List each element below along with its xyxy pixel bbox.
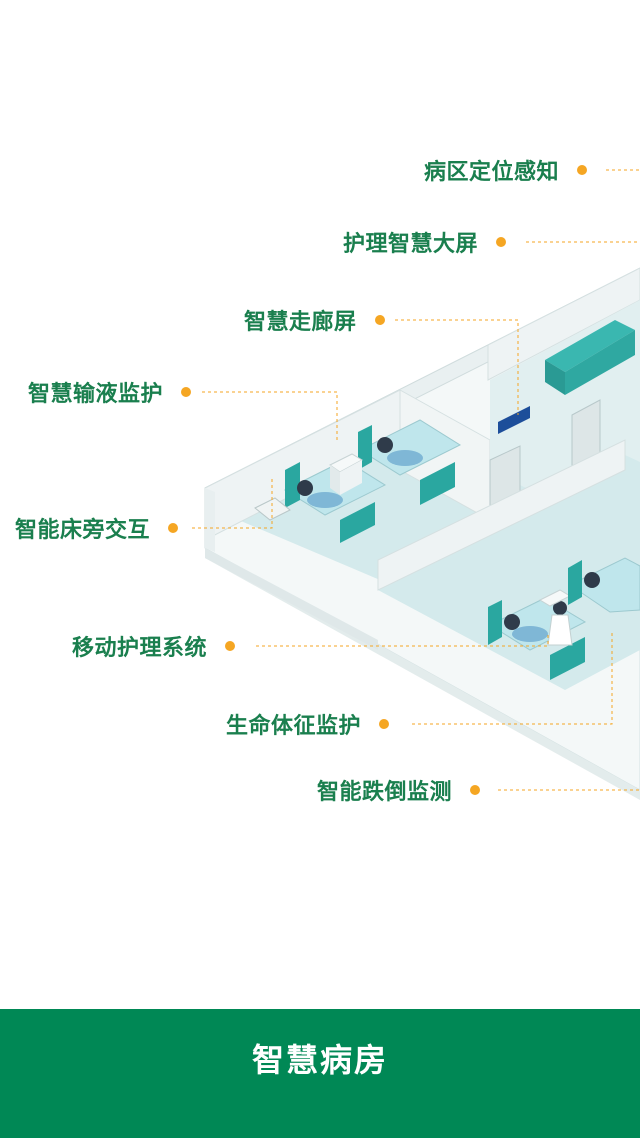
callout-label: 生命体征监护: [226, 714, 362, 739]
callout-fall-monitor: 智能跌倒监测: [317, 775, 481, 805]
callout-label: 护理智慧大屏: [343, 232, 479, 257]
callout-corridor-screen: 智慧走廊屏: [244, 305, 385, 335]
callout-dot: [374, 315, 385, 325]
callout-label: 智慧走廊屏: [244, 310, 357, 335]
callout-nursing-screen: 护理智慧大屏: [343, 227, 507, 257]
callout-dot: [181, 387, 192, 397]
callout-dot: [496, 237, 507, 247]
callout-label: 病区定位感知: [424, 160, 560, 185]
callout-dot: [168, 523, 179, 533]
callout-mobile-nursing: 移动护理系统: [72, 631, 236, 661]
callout-dot: [577, 165, 588, 175]
footer-bar: 智慧病房: [0, 1009, 640, 1138]
callout-infusion-monitor: 智慧输液监护: [28, 377, 192, 407]
footer-title: 智慧病房: [251, 1040, 388, 1079]
callout-dot: [379, 719, 390, 729]
callout-vital-signs: 生命体征监护: [226, 709, 390, 739]
callout-label: 智能跌倒监测: [317, 780, 453, 805]
callout-bedside-interaction: 智能床旁交互: [15, 513, 179, 543]
callout-label: 智慧输液监护: [28, 382, 164, 407]
callout-dot: [225, 641, 236, 651]
ward-illustration: [192, 169, 640, 800]
callout-ward-location: 病区定位感知: [424, 155, 588, 185]
callout-dot: [470, 785, 481, 795]
callout-label: 移动护理系统: [72, 636, 208, 661]
callout-label: 智能床旁交互: [15, 518, 151, 543]
